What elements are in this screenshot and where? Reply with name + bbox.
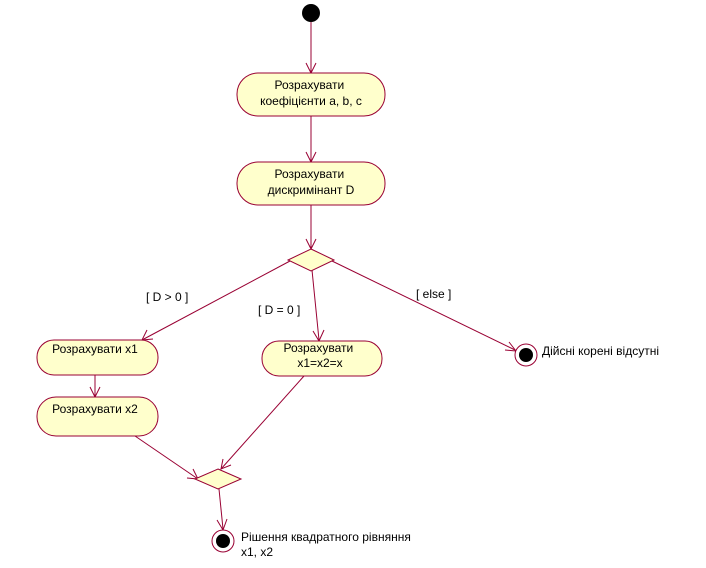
edge-x2-to-join (134, 435, 199, 480)
activity-shape (236, 161, 386, 206)
svg-text:Розрахувати x2: Розрахувати x2 (52, 402, 138, 416)
activity-label-line: Розрахувати x1 (52, 342, 138, 356)
edge-decision-to-no-roots (331, 260, 516, 351)
activity-label-line: Розрахувати (274, 78, 344, 92)
final-node-label: Рішення квадратного рівняння (241, 530, 411, 544)
decision-node (286, 248, 336, 272)
guard-d-positive: [ D > 0 ] (146, 290, 188, 304)
activity-calc-coefficients: Розрахувати коефіцієнти a, b, c (236, 72, 386, 117)
final-node-dot (216, 534, 230, 548)
activity-label-line: x1=x2=x (297, 356, 342, 370)
arrowhead (220, 458, 232, 470)
activity-label-line: дискримінант D (268, 183, 355, 197)
merge-node (193, 468, 243, 490)
svg-text:Розрахувати коефіцієнти: Розрахувати коефіцієнти a, b, c (260, 78, 362, 108)
activity-label-line: Розрахувати x2 (52, 402, 138, 416)
activity-calc-x2: Розрахувати x2 (36, 396, 159, 437)
edge-x-equal-to-join (220, 375, 305, 470)
activity-label-line: Розрахувати (283, 341, 353, 355)
activity-calc-x-equal: Розрахувати x1=x2=x (261, 340, 383, 377)
arrowhead (504, 341, 518, 352)
activity-shape (36, 339, 159, 376)
final-node-label: x1, x2 (241, 545, 273, 559)
edge-decision-to-x1 (141, 260, 291, 341)
svg-text:Рішення квадратного рівняння: Рішення квадратного рівняння x1, x2 (241, 530, 414, 559)
svg-text:Розрахувати x1: Розрахувати x1 (52, 342, 138, 356)
final-node-dot (519, 348, 533, 362)
activity-shape (36, 396, 159, 437)
edge-join-to-solution (218, 488, 224, 530)
guard-else: [ else ] (416, 287, 451, 301)
activity-calc-discriminant: Розрахувати дискримінант D (236, 161, 386, 206)
final-node-label: Дійсні корені відсутні (542, 344, 659, 358)
activity-calc-x1: Розрахувати x1 (36, 339, 159, 376)
activity-label-line: коефіцієнти a, b, c (260, 94, 362, 108)
initial-node (302, 4, 320, 22)
final-node-no-roots: Дійсні корені відсутні (514, 343, 659, 367)
final-node-solution: Рішення квадратного рівняння x1, x2 (211, 529, 414, 559)
svg-text:Дійсні корені відсутні: Дійсні корені відсутні (542, 344, 659, 358)
svg-text:Розрахувати x1=x2=x: Розрахувати x1=x2=x (283, 341, 356, 370)
edge-decision-to-x-equal (311, 269, 320, 341)
svg-text:Розрахувати дискримінант: Розрахувати дискримінант D (268, 167, 355, 197)
activity-shape (236, 72, 386, 117)
activity-label-line: Розрахувати (274, 167, 344, 181)
guard-d-zero: [ D = 0 ] (258, 303, 300, 317)
activity-shape (261, 340, 383, 377)
